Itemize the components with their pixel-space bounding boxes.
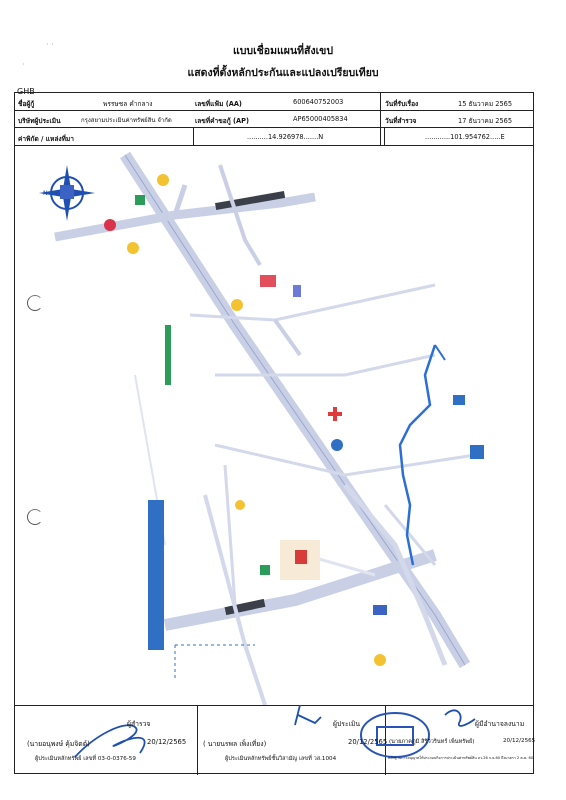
building-icon bbox=[260, 275, 276, 287]
upper-road bbox=[54, 192, 316, 242]
col-divider bbox=[380, 93, 381, 145]
received-date-value: 15 ธันวาคม 2565 bbox=[458, 100, 513, 108]
compass-icon: N bbox=[39, 165, 95, 221]
appraiser-company-label: บริษัทผู้ประเมิน bbox=[18, 117, 61, 125]
surveyor-name: (นายอนุพงษ์ คุ้มจิตต์) bbox=[27, 740, 90, 748]
appraiser-date: 20/12/2565 bbox=[348, 738, 388, 746]
landmark-icon bbox=[157, 174, 169, 186]
title-line-1: แบบเชื่อมแผนที่สังเขป bbox=[232, 45, 334, 57]
scan-speck: · bbox=[22, 60, 25, 69]
appraiser-license: ผู้ประเมินหลักทรัพย์ชั้นวิสามัญ เลขที่ ว… bbox=[225, 756, 337, 762]
longitude-value: ............101.954762.....E bbox=[425, 133, 505, 141]
building-icon bbox=[470, 445, 484, 459]
landmark-icon bbox=[231, 299, 243, 311]
tree-icon bbox=[135, 195, 145, 205]
authorizer-name: (นายภาคภูมิ สิริวิวรินทร์ เพ็นทรัพย์) bbox=[389, 739, 475, 745]
river bbox=[398, 344, 437, 566]
lower-road bbox=[163, 549, 437, 631]
col-divider bbox=[197, 705, 198, 775]
location-sketch-map: N bbox=[39, 151, 484, 705]
scan-speck: · · bbox=[46, 40, 54, 49]
tree-icon bbox=[165, 325, 171, 385]
applicant-no-value: AP65000405834 bbox=[293, 115, 348, 123]
landmark-icon bbox=[127, 242, 139, 254]
blue-road-label-panel bbox=[148, 500, 164, 650]
appraiser-signature-icon bbox=[294, 705, 322, 726]
survey-date-label: วันที่สำรวจ bbox=[385, 117, 417, 125]
landmark-icon bbox=[235, 500, 245, 510]
row-divider bbox=[15, 127, 533, 128]
owner-label: ชื่อผู้กู้ bbox=[18, 100, 35, 108]
landmark-icon bbox=[104, 219, 116, 231]
surveyor-license: ผู้ประเมินหลักทรัพย์ เลขที่ 03-0-0376-59 bbox=[35, 756, 136, 762]
binder-hole bbox=[27, 295, 43, 311]
surveyor-title: ผู้สำรวจ bbox=[127, 720, 151, 728]
binder-hole bbox=[27, 509, 43, 525]
surveyor-signature-icon bbox=[74, 724, 146, 758]
row-divider bbox=[15, 705, 533, 706]
appraiser-company-value: กรุงสยามประเมินค่าทรัพย์สิน จำกัด bbox=[81, 117, 172, 124]
survey-date-value: 17 ธันวาคม 2565 bbox=[458, 117, 513, 125]
appraiser-name: ( นายนรพล เพ็งเที่ยง) bbox=[203, 740, 267, 748]
landmark-icon bbox=[374, 654, 386, 666]
title-line-2: แสดงที่ตั้งหลักประกันและแปลงเปรียบเทียบ bbox=[187, 67, 379, 79]
col-divider bbox=[193, 127, 194, 145]
row-divider bbox=[15, 145, 533, 146]
owner-value: พรรษชล คำกลาง bbox=[103, 100, 153, 108]
building-icon bbox=[293, 285, 301, 297]
applicant-no-label: เลขที่คำขอกู้ (AP) bbox=[195, 117, 249, 125]
received-date-label: วันที่รับเรื่อง bbox=[385, 100, 419, 108]
coord-label: ค่าพิกัด / แหล่งที่มา bbox=[18, 135, 74, 143]
col-divider bbox=[385, 705, 386, 775]
file-no-value: 600640752003 bbox=[293, 98, 344, 106]
authorizer-date: 20/12/2565 bbox=[503, 738, 536, 744]
svg-text:N: N bbox=[43, 190, 48, 197]
building-icon bbox=[260, 565, 270, 575]
form-frame: ชื่อผู้กู้ พรรษชล คำกลาง เลขที่แฟ้ม (AA)… bbox=[14, 92, 536, 775]
row-divider bbox=[15, 110, 533, 111]
landmark-icon bbox=[331, 439, 343, 451]
file-no-label: เลขที่แฟ้ม (AA) bbox=[195, 100, 242, 108]
signature-graphics bbox=[74, 705, 476, 758]
building-icon bbox=[373, 605, 387, 615]
authorizer-signature-icon bbox=[444, 709, 476, 727]
appraiser-title: ผู้ประเมิน bbox=[333, 720, 361, 728]
company-stamp-icon bbox=[360, 712, 430, 758]
surveyor-date: 20/12/2565 bbox=[147, 738, 187, 746]
col-divider bbox=[384, 127, 385, 145]
authorization-note: หลักฐานการอนุญาตให้ประกอบกิจการประเมินค่… bbox=[388, 756, 534, 760]
org-code: GHB bbox=[17, 87, 35, 96]
authorizer-title: ผู้มีอำนาจลงนาม bbox=[475, 720, 525, 728]
building-icon bbox=[453, 395, 465, 405]
latitude-value: ..........14.926978.......N bbox=[247, 133, 324, 141]
subject-property-icon bbox=[295, 550, 307, 564]
